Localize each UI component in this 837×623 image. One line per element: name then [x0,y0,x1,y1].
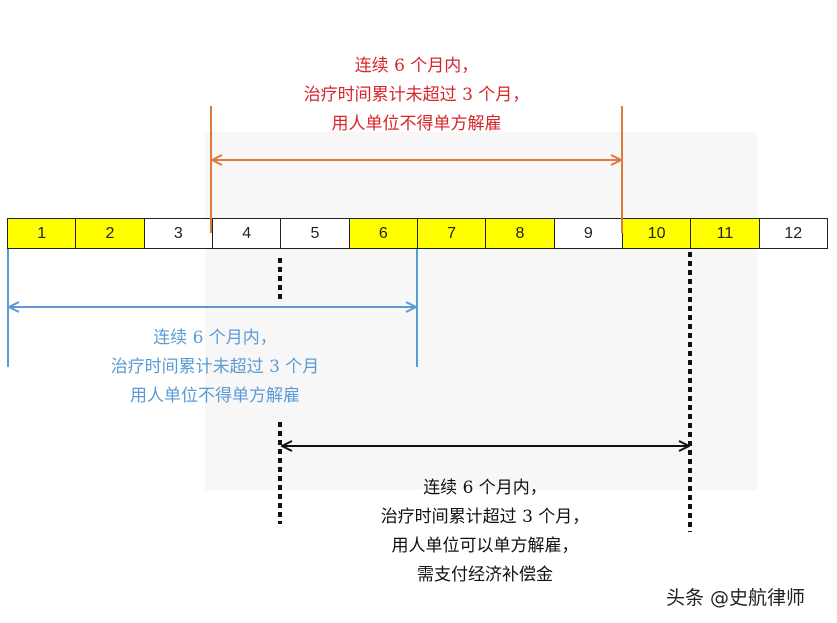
black-line: 连续 6 个月内， [423,478,547,498]
month-cell: 8 [486,219,555,248]
red-line: 治疗时间累计未超过 3 个月， [303,85,530,105]
black-annotation: 连续 6 个月内， 治疗时间累计超过 3 个月， 用人单位可以单方解雇， 需支付… [280,474,690,590]
month-cell: 10 [622,219,692,248]
blue-line: 治疗时间累计未超过 3 个月 [110,357,320,377]
month-cell: 1 [8,219,77,248]
month-cell: 7 [417,219,487,248]
black-line: 需支付经济补偿金 [417,565,553,585]
watermark: 头条 @史航律师 [666,587,806,609]
blue-annotation: 连续 6 个月内， 治疗时间累计未超过 3 个月 用人单位不得单方解雇 [0,324,430,411]
month-cell: 11 [691,219,760,248]
red-line: 用人单位不得单方解雇 [331,114,502,134]
black-line: 用人单位可以单方解雇， [391,536,579,556]
month-cell: 12 [759,219,827,248]
month-cell: 2 [76,219,145,248]
month-cell: 6 [349,219,418,248]
red-line: 连续 6 个月内， [354,56,479,76]
month-cell: 5 [281,219,350,248]
red-annotation: 连续 6 个月内， 治疗时间累计未超过 3 个月， 用人单位不得单方解雇 [211,52,622,139]
blue-line: 用人单位不得单方解雇 [130,386,300,406]
month-cell: 3 [144,219,213,248]
month-cell: 4 [212,219,282,248]
blue-line: 连续 6 个月内， [153,328,277,348]
month-cell: 9 [554,219,623,248]
black-line: 治疗时间累计超过 3 个月， [380,507,590,527]
